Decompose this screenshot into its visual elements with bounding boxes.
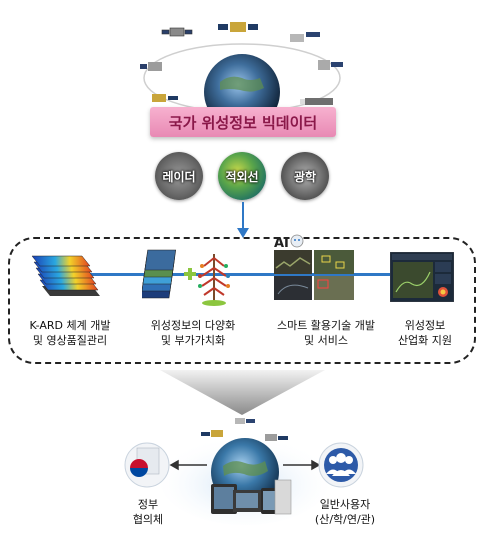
satellite-icon	[201, 430, 223, 437]
step-kard-line1: K-ARD 체계 개발	[29, 319, 111, 332]
source-infrared-label: 적외선	[225, 169, 259, 184]
recipient-government: 정부 협의체	[118, 497, 178, 527]
satellite-icon	[300, 98, 333, 105]
down-chevron-arrow-icon	[160, 370, 325, 415]
bidirectional-arrow-icon	[169, 459, 321, 471]
government-emblem-icon	[124, 442, 170, 488]
source-optical-label: 광학	[293, 169, 317, 184]
layer-stack-icon	[31, 255, 100, 296]
robot-icon	[290, 234, 304, 248]
satellite-icon	[218, 22, 258, 32]
pipeline-connector-line	[60, 273, 430, 276]
diversification-icon	[142, 249, 230, 306]
recipient-public: 일반사용자 (산/학/연/관)	[300, 497, 390, 527]
step-diversification-line1: 위성정보의 다양화	[150, 319, 236, 332]
source-optical: 광학	[281, 152, 329, 200]
satellite-icon	[235, 418, 255, 424]
satellite-icon	[290, 32, 320, 42]
plus-icon	[184, 268, 196, 280]
satellite-icon	[161, 27, 193, 37]
satellite-icon	[265, 434, 288, 441]
smart-tech-imagery	[274, 250, 354, 300]
users-icon	[318, 442, 364, 488]
source-radar: 레이더	[155, 152, 203, 200]
satellite-icon	[140, 62, 162, 71]
distribution-illustration	[124, 418, 364, 525]
dashboard-map-icon	[390, 252, 454, 302]
ai-badge: AI	[274, 236, 289, 251]
step-smart-tech-line2: 및 서비스	[304, 334, 348, 347]
devices-icon	[211, 479, 292, 515]
step-diversification: 위성정보의 다양화 및 부가가치화	[134, 318, 252, 348]
tree-icon	[198, 254, 230, 306]
source-radar-label: 레이더	[162, 169, 196, 184]
satellite-globe-illustration	[140, 22, 343, 115]
step-kard-line2: 및 영상품질관리	[32, 334, 108, 347]
recipient-public-line1: 일반사용자	[319, 498, 371, 511]
step-industry-line1: 위성정보	[404, 319, 446, 332]
source-infrared: 적외선	[218, 152, 266, 200]
step-industry-line2: 산업화 지원	[397, 334, 453, 347]
satellite-icon	[318, 60, 343, 70]
step-smart-tech: 스마트 활용기술 개발 및 서비스	[262, 318, 390, 348]
step-smart-tech-line1: 스마트 활용기술 개발	[276, 319, 376, 332]
recipient-public-line2: (산/학/연/관)	[314, 513, 376, 526]
step-industry: 위성정보 산업화 지원	[380, 318, 470, 348]
pipeline-box	[8, 237, 476, 364]
satellite-icon	[152, 94, 178, 102]
down-arrow-icon	[237, 202, 249, 238]
recipient-government-line1: 정부	[137, 498, 159, 511]
step-diversification-line2: 및 부가가치화	[160, 334, 226, 347]
title-banner: 국가 위성정보 빅데이터	[150, 107, 336, 137]
step-kard: K-ARD 체계 개발 및 영상품질관리	[16, 318, 124, 348]
recipient-government-line2: 협의체	[132, 513, 164, 526]
banner-title: 국가 위성정보 빅데이터	[168, 113, 318, 132]
